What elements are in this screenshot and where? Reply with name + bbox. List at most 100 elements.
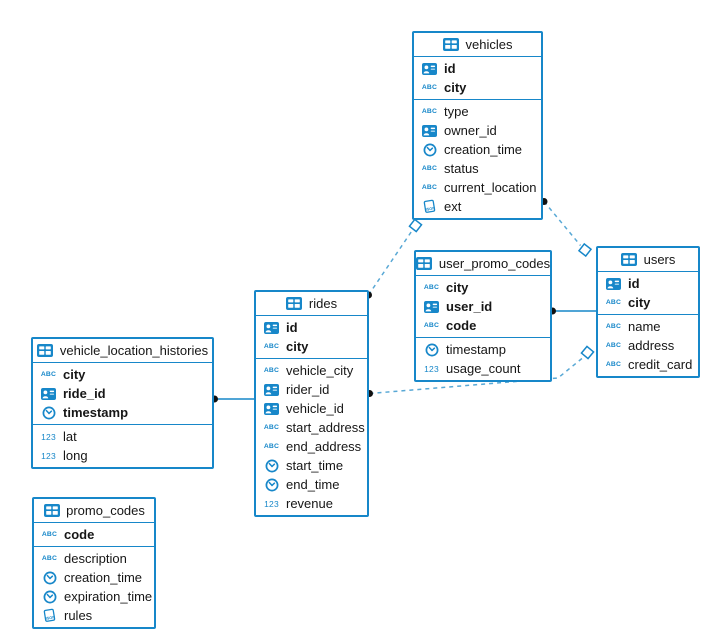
field-row-start_time[interactable]: start_time <box>256 456 367 475</box>
svg-text:JSON: JSON <box>425 206 436 212</box>
timestamp-icon <box>41 589 58 604</box>
relationship-line <box>369 357 583 395</box>
field-name: start_time <box>286 458 344 473</box>
field-name: name <box>628 319 661 334</box>
table-header[interactable]: user_promo_codes <box>416 252 550 276</box>
field-name: status <box>444 161 479 176</box>
field-name: city <box>628 295 651 310</box>
relationship-square-marker <box>580 345 595 360</box>
table-title: users <box>643 252 676 267</box>
field-name: creation_time <box>444 142 523 157</box>
field-row-owner_id[interactable]: owner_id <box>414 121 541 140</box>
string-icon: ABC <box>421 165 438 172</box>
field-row-end_time[interactable]: end_time <box>256 475 367 494</box>
table-icon <box>621 252 638 267</box>
field-name: current_location <box>444 180 537 195</box>
string-icon: ABC <box>421 84 438 91</box>
string-icon: ABC <box>263 424 280 431</box>
string-icon: ABC <box>40 371 57 378</box>
timestamp-icon <box>263 477 280 492</box>
field-row-expiration_time[interactable]: expiration_time <box>34 587 154 606</box>
field-row-id[interactable]: id <box>598 274 698 293</box>
field-name: user_id <box>446 299 493 314</box>
field-name: vehicle_city <box>286 363 354 378</box>
field-row-status[interactable]: ABC status <box>414 159 541 178</box>
field-name: timestamp <box>446 342 506 357</box>
relationship-square-marker <box>577 242 593 258</box>
table-header[interactable]: users <box>598 248 698 272</box>
field-row-timestamp[interactable]: timestamp <box>33 403 212 422</box>
field-name: type <box>444 104 469 119</box>
string-icon: ABC <box>263 443 280 450</box>
table-icon <box>37 343 54 358</box>
svg-text:JSON: JSON <box>45 615 56 621</box>
field-row-city[interactable]: ABC city <box>416 278 550 297</box>
table-header[interactable]: vehicle_location_histories <box>33 339 212 363</box>
field-name: lat <box>63 429 77 444</box>
field-row-vehicle_id[interactable]: vehicle_id <box>256 399 367 418</box>
timestamp-icon <box>40 405 57 420</box>
field-row-user_id[interactable]: user_id <box>416 297 550 316</box>
table-header[interactable]: vehicles <box>414 33 541 57</box>
relationship-user_promo_codes-users[interactable] <box>549 307 597 315</box>
id-badge-icon <box>263 382 280 397</box>
table-header[interactable]: rides <box>256 292 367 316</box>
relationship-vehicle_location_histories-rides[interactable] <box>211 395 255 403</box>
json-icon: JSON <box>421 199 438 214</box>
field-row-creation_time[interactable]: creation_time <box>414 140 541 159</box>
field-row-id[interactable]: id <box>256 318 367 337</box>
field-row-ride_id[interactable]: ride_id <box>33 384 212 403</box>
field-name: id <box>444 61 456 76</box>
string-icon: ABC <box>423 284 440 291</box>
field-name: city <box>446 280 469 295</box>
field-name: id <box>628 276 640 291</box>
table-header[interactable]: promo_codes <box>34 499 154 523</box>
table-title: user_promo_codes <box>438 256 551 271</box>
string-icon: ABC <box>605 361 622 368</box>
relationship-vehicles-users[interactable] <box>540 198 593 258</box>
field-name: revenue <box>286 496 333 511</box>
id-badge-icon <box>423 299 440 314</box>
field-row-rider_id[interactable]: rider_id <box>256 380 367 399</box>
field-name: vehicle_id <box>286 401 344 416</box>
timestamp-icon <box>41 570 58 585</box>
id-badge-icon <box>421 123 438 138</box>
field-row-timestamp[interactable]: timestamp <box>416 340 550 359</box>
field-row-id[interactable]: id <box>414 59 541 78</box>
field-name: usage_count <box>446 361 521 376</box>
field-row-creation_time[interactable]: creation_time <box>34 568 154 587</box>
field-name: creation_time <box>64 570 143 585</box>
